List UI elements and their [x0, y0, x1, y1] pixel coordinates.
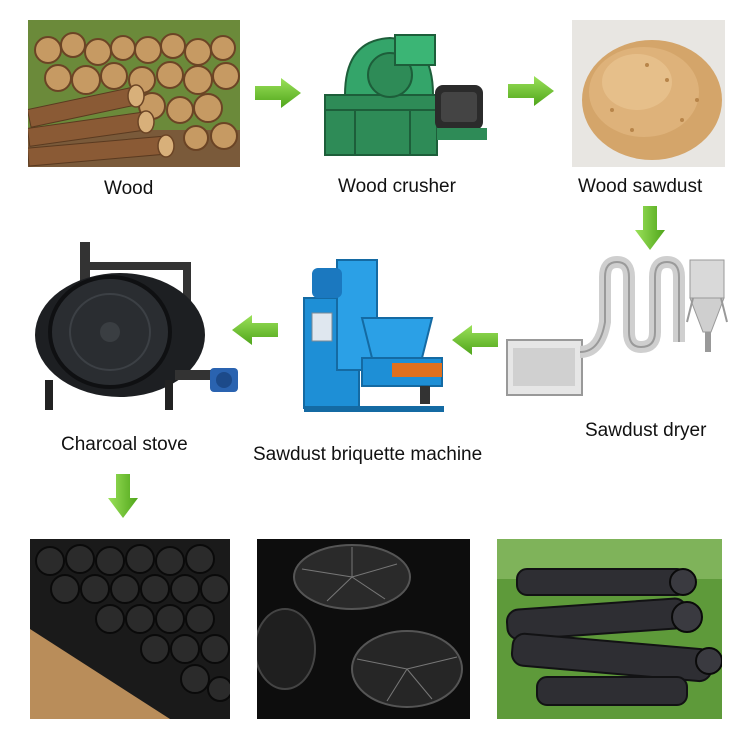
- briquette-machine-image: [292, 258, 452, 416]
- charcoal-stove-image: [25, 240, 250, 418]
- arrow-down-icon: [108, 474, 138, 518]
- arrow-right-icon: [255, 78, 301, 108]
- sawdust-dryer-image: [505, 252, 735, 402]
- step-label-briquette-machine: Sawdust briquette machine: [253, 444, 483, 465]
- arrow-left-icon: [452, 325, 498, 355]
- charcoal-outdoor-image: [497, 539, 722, 719]
- charcoal-closeup-image: [257, 539, 470, 719]
- step-label-charcoal-stove: Charcoal stove: [61, 434, 188, 455]
- arrow-down-icon: [635, 206, 665, 250]
- wood-sawdust-image: [572, 20, 725, 167]
- step-label-sawdust-dryer: Sawdust dryer: [585, 420, 707, 441]
- arrow-right-icon: [508, 76, 554, 106]
- wood-crusher-image: [315, 20, 495, 165]
- step-label-wood: Wood: [104, 178, 154, 199]
- arrow-left-icon: [232, 315, 278, 345]
- step-label-wood-crusher: Wood crusher: [338, 176, 456, 197]
- charcoal-box-image: [30, 539, 230, 719]
- step-label-wood-sawdust: Wood sawdust: [578, 176, 703, 197]
- wood-logs-image: [28, 20, 240, 167]
